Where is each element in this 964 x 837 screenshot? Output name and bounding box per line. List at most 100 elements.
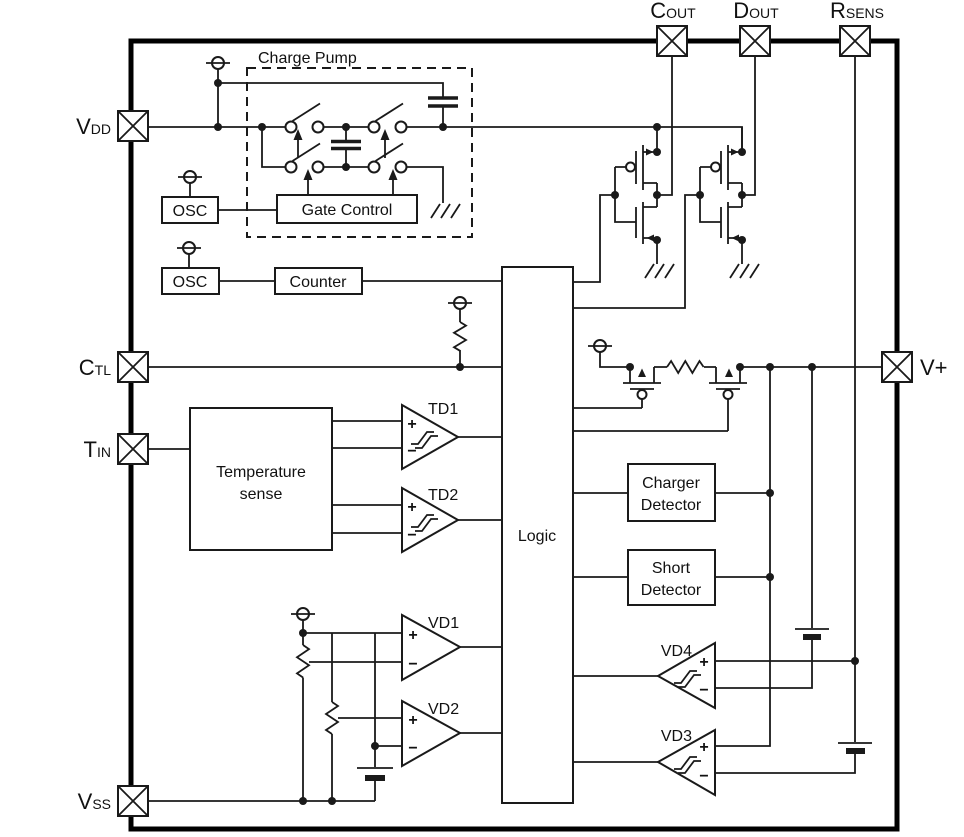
resistor-icon (324, 701, 340, 735)
pmos-arrow-icon (638, 368, 646, 377)
vd4-label: VD4 (661, 643, 692, 660)
counter-block: Counter (274, 267, 363, 295)
pin-cout-label: COUT (650, 0, 696, 23)
short-detector-block: Short Detector (627, 549, 716, 606)
comparator-vd4: + − VD4 (655, 641, 716, 710)
temperature-sense-label-2: sense (240, 486, 283, 503)
comparator-vd2: + − VD2 (401, 699, 463, 768)
short-detector-label-2: Detector (641, 582, 702, 599)
plus-sign: + (407, 416, 416, 433)
pin-ctl-label: CTL (79, 355, 111, 380)
comparator-vd1: + − VD1 (401, 613, 463, 682)
hysteresis-icon (674, 670, 701, 688)
minus-sign: − (699, 768, 708, 785)
gate-control-block: Gate Control (276, 194, 418, 224)
pin-rsens: RSENS (830, 0, 884, 57)
osc-bottom-label: OSC (173, 274, 208, 291)
pmos-arrow-icon (646, 148, 654, 156)
switch-icon (284, 142, 325, 174)
comparator-td2: + − TD2 (401, 486, 461, 554)
ground-icon (430, 203, 461, 219)
pmos-bubble-icon (722, 389, 734, 400)
battery-icon (357, 767, 393, 781)
pmos-bubble-icon (710, 161, 721, 173)
ground-icon (644, 263, 675, 279)
pin-ctl: CTL (79, 351, 149, 383)
battery-icon (795, 628, 829, 640)
pin-vplus: V+ (881, 351, 948, 383)
minus-sign: − (408, 656, 417, 673)
temperature-sense-label-1: Temperature (216, 464, 306, 481)
td2-label: TD2 (428, 487, 458, 504)
logic-label: Logic (518, 528, 556, 545)
internal-supply-icon (448, 296, 472, 310)
vd2-label: VD2 (428, 701, 459, 718)
sense-fet-pair (623, 359, 747, 400)
hysteresis-icon (411, 431, 438, 449)
minus-sign: − (407, 527, 416, 544)
junction-dots (214, 79, 859, 805)
control-arrow-icon (293, 129, 398, 194)
plus-sign: + (408, 712, 417, 729)
pin-dout-label: DOUT (733, 0, 779, 23)
minus-sign: − (408, 740, 417, 757)
gate-control-label: Gate Control (302, 202, 393, 219)
short-detector-label-1: Short (652, 560, 691, 577)
pin-cout: COUT (650, 0, 696, 57)
minus-sign: − (407, 443, 416, 460)
osc-top-label: OSC (173, 203, 208, 220)
charger-detector-block: Charger Detector (627, 463, 716, 522)
hysteresis-icon (674, 756, 701, 774)
charger-detector-label-2: Detector (641, 497, 702, 514)
battery-icon (838, 742, 872, 754)
resistor-icon (452, 321, 468, 352)
internal-supply-icon (588, 339, 612, 353)
pin-tin: TIN (84, 433, 149, 465)
plus-sign: + (407, 499, 416, 516)
switch-icon (284, 102, 325, 134)
td1-label: TD1 (428, 401, 458, 418)
pin-dout: DOUT (733, 0, 779, 57)
ground-icon (729, 263, 760, 279)
pmos-bubble-icon (636, 389, 648, 400)
comparator-vd3: + − VD3 (655, 728, 716, 797)
plus-sign: + (699, 654, 708, 671)
output-driver-cout (614, 127, 675, 279)
internal-supply-icon (206, 56, 230, 70)
pin-vdd: VDD (76, 110, 149, 142)
minus-sign: − (699, 682, 708, 699)
resistor-icon (666, 359, 705, 375)
capacitor-icon (331, 139, 361, 151)
resistor-icon (295, 644, 311, 679)
nmos-arrow-icon (646, 234, 654, 242)
switch-icon (367, 102, 408, 134)
pin-vss: VSS (78, 785, 149, 817)
vd3-label: VD3 (661, 728, 692, 745)
osc-bottom-block: OSC (161, 267, 220, 295)
hysteresis-icon (411, 514, 438, 532)
plus-sign: + (699, 739, 708, 756)
osc-top-block: OSC (161, 196, 219, 224)
pin-vplus-label: V+ (920, 355, 948, 380)
internal-supply-icon (291, 607, 315, 621)
capacitor-icon (428, 96, 458, 108)
temperature-sense-block: Temperature sense (189, 407, 333, 551)
charge-pump-outline (246, 67, 473, 238)
pin-rsens-label: RSENS (830, 0, 884, 23)
pmos-arrow-icon (731, 148, 739, 156)
pmos-bubble-icon (625, 161, 636, 173)
logic-block: Logic (501, 266, 574, 804)
pin-vdd-label: VDD (76, 114, 111, 139)
vd1-label: VD1 (428, 615, 459, 632)
pin-vss-label: VSS (78, 789, 111, 814)
pin-tin-label: TIN (84, 437, 111, 462)
output-driver-dout (699, 127, 760, 279)
internal-supply-icon (178, 170, 202, 184)
charger-detector-label-1: Charger (642, 475, 700, 492)
charge-pump-label: Charge Pump (258, 50, 357, 67)
internal-supply-icon (177, 241, 201, 255)
comparator-td1: + − TD1 (401, 401, 461, 471)
switch-icon (367, 142, 408, 174)
